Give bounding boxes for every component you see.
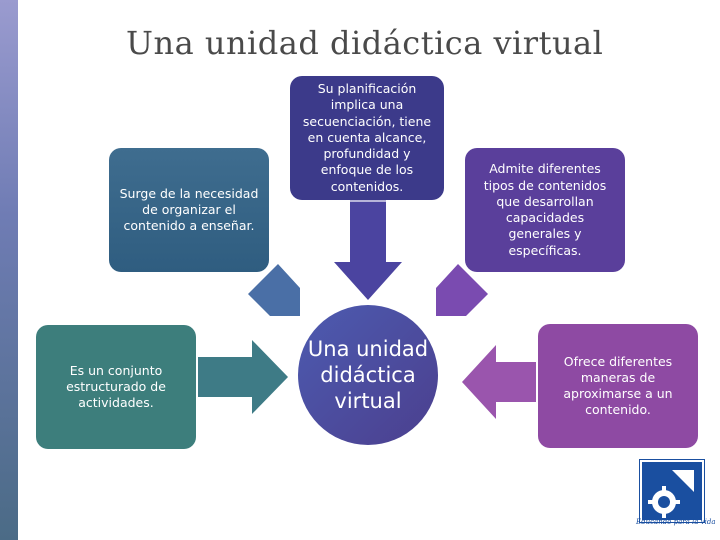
node-conjunto-text: Es un conjunto estructurado de actividad… — [66, 362, 166, 411]
arrow-ofrece-to-center — [462, 345, 536, 419]
gear-emblem-icon — [642, 462, 702, 520]
node-planificacion: Su planificación implica una secuenciaci… — [290, 76, 444, 200]
center-node-text: Una unidad didáctica virtual — [307, 336, 429, 414]
node-ofrece: Ofrece diferentes maneras de aproximarse… — [538, 324, 698, 448]
node-admite-text: Admite diferentes tipos de contenidos qu… — [483, 161, 607, 258]
arrow-admite-to-center — [436, 264, 488, 316]
arrow-necesidad-to-center — [248, 264, 300, 316]
node-admite: Admite diferentes tipos de contenidos qu… — [465, 148, 625, 272]
institution-logo-icon — [640, 460, 704, 522]
decorative-side-bar — [0, 0, 18, 540]
node-conjunto: Es un conjunto estructurado de actividad… — [36, 325, 196, 449]
arrow-planificacion-to-center — [334, 200, 402, 300]
node-necesidad-text: Surge de la necesidad de organizar el co… — [119, 185, 259, 234]
node-ofrece-text: Ofrece diferentes maneras de aproximarse… — [563, 353, 673, 418]
node-planificacion-text: Su planificación implica una secuenciaci… — [302, 81, 432, 194]
node-necesidad: Surge de la necesidad de organizar el co… — [109, 148, 269, 272]
arrow-conjunto-to-center — [198, 340, 288, 414]
slide-title: Una unidad didáctica virtual — [126, 24, 604, 62]
center-node: Una unidad didáctica virtual — [298, 305, 438, 445]
logo-caption: Educando para la vida — [636, 518, 716, 526]
